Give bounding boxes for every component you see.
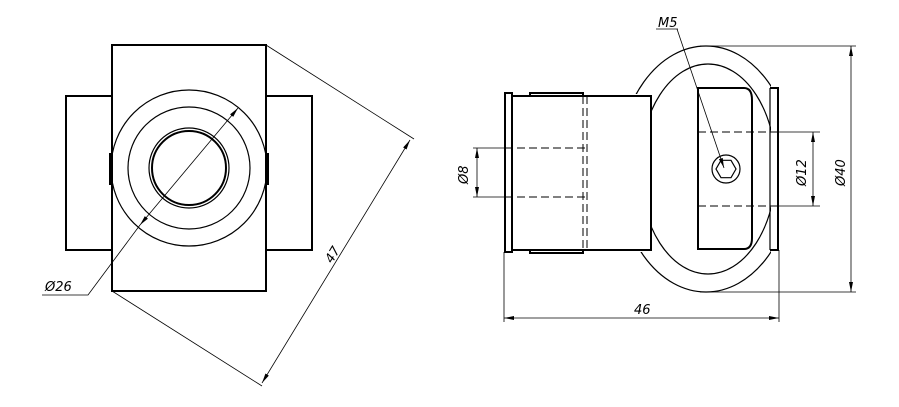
length-label: 47 [323,244,345,267]
dim-line-47 [261,139,411,384]
bore-label: Ø8 [457,165,472,185]
slot [697,87,753,250]
cylinder-body [511,95,652,251]
outer-label: Ø40 [834,159,849,187]
ext-line-47-top [265,44,415,140]
slot-label: Ø12 [795,159,810,187]
width-label: 46 [634,303,651,318]
right-tab [265,95,313,251]
side-view: M5 Ø8 Ø12 Ø40 46 [457,16,856,322]
leader-m5 [676,28,725,169]
hidden-bore-lines [505,147,585,198]
dim-line-diameter [139,107,239,226]
main-body [111,44,267,292]
outer-circle [110,89,268,247]
inner-circle-bore [151,130,227,206]
inner-circle-outer [148,127,230,209]
side-bumps [109,153,269,185]
leader-diameter [42,224,141,296]
thread-label: M5 [658,16,678,31]
left-tab [65,95,113,251]
ext-line-47-bottom [111,290,263,387]
diameter-label: Ø26 [44,280,72,295]
hidden-slot-lines [698,131,778,207]
right-flange [770,87,779,251]
bolt-head [711,154,741,184]
hex-socket-icon [715,159,737,179]
hidden-collar-lines [582,96,588,250]
inner-ring [639,63,777,275]
front-view: Ø26 47 [42,44,415,387]
collar [529,92,584,254]
middle-circle [127,106,251,230]
